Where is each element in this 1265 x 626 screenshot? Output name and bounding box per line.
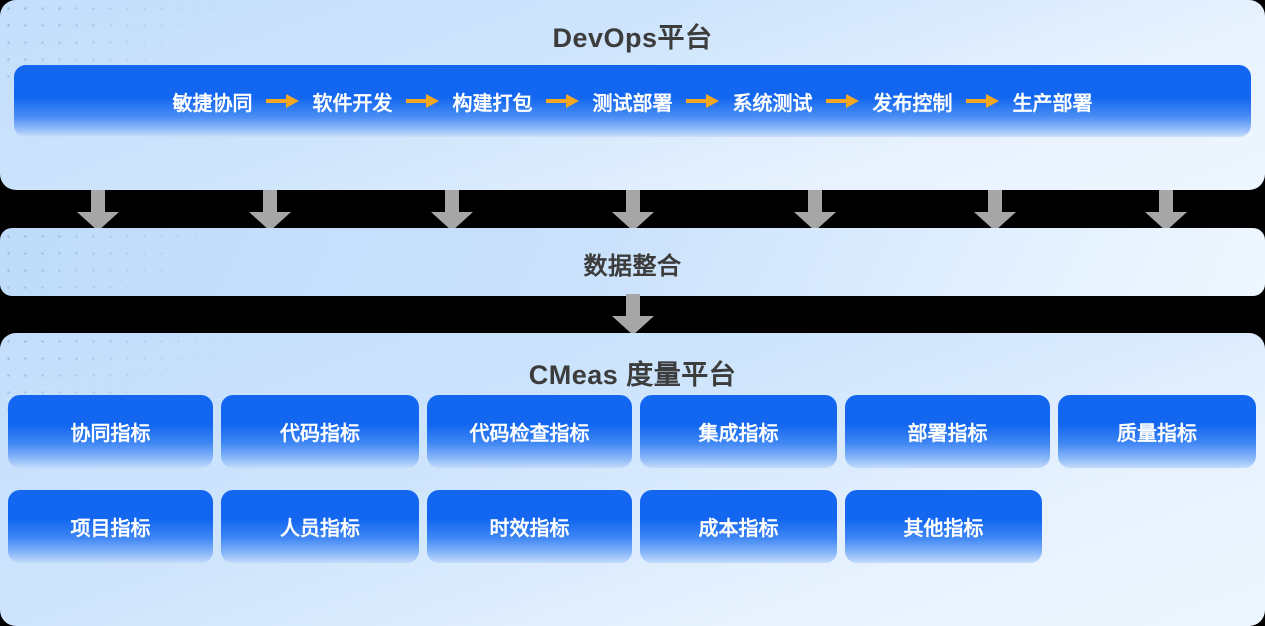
devops-pipeline-bar: 敏捷协同 软件开发 构建打包 测试部署 系统测试 发布控制 生产部署 [14, 65, 1251, 137]
pipeline-step[interactable]: 生产部署 [1012, 92, 1093, 115]
pipeline-step[interactable]: 发布控制 [872, 92, 953, 115]
metric-card[interactable]: 代码指标 [221, 395, 419, 468]
down-arrow-icon [430, 190, 474, 232]
devops-platform-panel: DevOps平台 敏捷协同 软件开发 构建打包 测试部署 系统测试 发布控制 生产部署 [0, 0, 1265, 190]
cmeas-platform-title: CMeas 度量平台 [528, 360, 737, 390]
metric-card[interactable]: 部署指标 [845, 395, 1050, 468]
metric-card[interactable]: 质量指标 [1058, 395, 1256, 468]
down-arrow-icon [611, 294, 655, 336]
data-integration-title: 数据整合 [583, 253, 682, 280]
pipeline-arrow-icon [545, 93, 580, 109]
devops-platform-title: DevOps平台 [552, 23, 713, 53]
metric-card[interactable]: 代码检查指标 [427, 395, 632, 468]
down-arrow-icon [1144, 190, 1188, 232]
pipeline-step[interactable]: 敏捷协同 [172, 92, 253, 115]
down-arrow-icon [611, 190, 655, 232]
pipeline-step[interactable]: 测试部署 [592, 92, 673, 115]
metric-card[interactable]: 项目指标 [8, 490, 213, 563]
metric-card-row-1: 协同指标代码指标代码检查指标集成指标部署指标质量指标 [8, 395, 1257, 468]
pipeline-arrow-icon [265, 93, 300, 109]
pipeline-step[interactable]: 构建打包 [452, 92, 533, 115]
pipeline-arrow-icon [965, 93, 1000, 109]
down-arrow-icon [793, 190, 837, 232]
pipeline-step[interactable]: 软件开发 [312, 92, 393, 115]
metric-card[interactable]: 其他指标 [845, 490, 1042, 563]
pipeline-arrow-icon [685, 93, 720, 109]
metric-card-row-2: 项目指标人员指标时效指标成本指标其他指标 [8, 490, 1257, 563]
down-arrow-icon [76, 190, 120, 232]
down-arrow-icon [973, 190, 1017, 232]
metric-card[interactable]: 成本指标 [640, 490, 837, 563]
metric-card[interactable]: 时效指标 [427, 490, 632, 563]
pipeline-arrow-icon [405, 93, 440, 109]
metric-card[interactable]: 集成指标 [640, 395, 837, 468]
metric-card[interactable]: 人员指标 [221, 490, 419, 563]
metric-card[interactable]: 协同指标 [8, 395, 213, 468]
cmeas-platform-panel: CMeas 度量平台 协同指标代码指标代码检查指标集成指标部署指标质量指标 项目… [0, 333, 1265, 626]
pipeline-step[interactable]: 系统测试 [732, 92, 813, 115]
data-integration-panel: 数据整合 [0, 228, 1265, 296]
pipeline-arrow-icon [825, 93, 860, 109]
down-arrow-icon [248, 190, 292, 232]
